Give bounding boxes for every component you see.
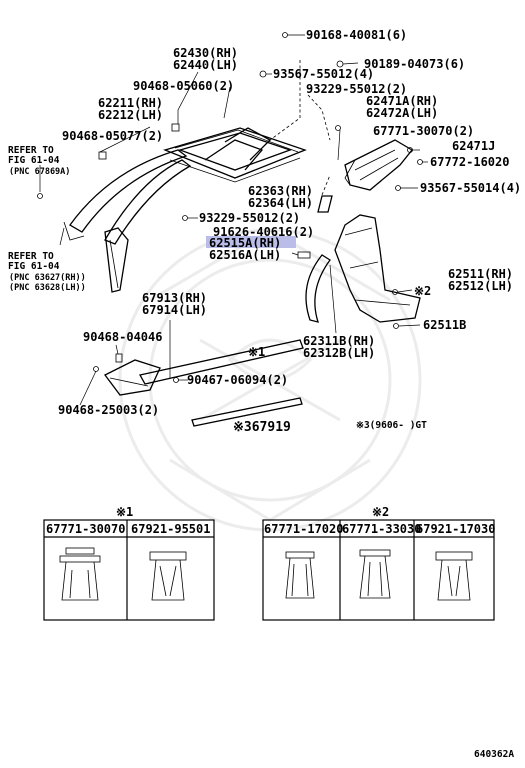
label-star2-callout: ※2 <box>414 284 431 298</box>
door-scuff-plate-part[interactable] <box>104 339 304 396</box>
label-91626-40616[interactable]: 91626-40616(2) <box>213 225 314 239</box>
label-67913[interactable]: 67913(RH) <box>142 291 207 305</box>
clip-group-1: ※1 67771-30070 67921-95501 <box>43 505 215 621</box>
quarter-pillar-trim-part[interactable] <box>305 254 331 323</box>
pillar-bracket-part[interactable] <box>344 139 413 191</box>
label-62512[interactable]: 62512(LH) <box>448 279 513 293</box>
label-90468-04046[interactable]: 90468-04046 <box>83 330 162 344</box>
figure-code: 640362A <box>474 749 514 760</box>
clip-67771-17020-icon <box>285 551 315 599</box>
clip-67921-17030-label[interactable]: 67921-17030 <box>416 522 495 536</box>
label-62511b[interactable]: 62511B <box>423 318 466 332</box>
label-62311b[interactable]: 62311B(RH) <box>303 334 375 348</box>
clip-group-1-title: ※1 <box>116 505 133 519</box>
clip-67771-30070-label[interactable]: 67771-30070 <box>46 522 125 536</box>
label-90168-40081[interactable]: 90168-40081(6) <box>306 28 407 42</box>
leader-lines <box>39 34 428 406</box>
label-90468-25003[interactable]: 90468-25003(2) <box>58 403 159 417</box>
clip-67921-17030-icon <box>435 551 473 601</box>
refer-note-1-line1: REFER TO <box>8 145 54 156</box>
refer-note-1-line3: (PNC 67869A) <box>9 167 70 177</box>
quarter-garnish-part[interactable] <box>317 195 333 213</box>
label-62440[interactable]: 62440(LH) <box>173 58 238 72</box>
label-90467-06094[interactable]: 90467-06094(2) <box>187 373 288 387</box>
part-number-labels: 90168-40081(6) 62430(RH) 62440(LH) 90189… <box>58 28 521 435</box>
refer-note-1-line2[interactable]: FIG 61-04 <box>8 155 60 166</box>
clip-67771-30070-icon <box>59 547 101 601</box>
refer-notes: REFER TO FIG 61-04 (PNC 67869A) REFER TO… <box>8 145 86 293</box>
label-93567-55012[interactable]: 93567-55012(4) <box>273 67 374 81</box>
label-62515a[interactable]: 62515A(RH) <box>209 236 281 250</box>
label-93229-55012-mid[interactable]: 93229-55012(2) <box>199 211 300 225</box>
label-62471a[interactable]: 62471A(RH) <box>366 94 438 108</box>
label-67772-16020[interactable]: 67772-16020 <box>430 155 509 169</box>
clip-67771-17020-label[interactable]: 67771-17020 <box>264 522 343 536</box>
label-93567-55014[interactable]: 93567-55014(4) <box>420 181 521 195</box>
clip-67921-95501-label[interactable]: 67921-95501 <box>131 522 210 536</box>
clip-67921-95501-icon <box>149 551 187 601</box>
label-62430[interactable]: 62430(RH) <box>173 46 238 60</box>
label-67919[interactable]: ※367919 <box>233 420 291 435</box>
refer-note-2-line3: (PNC 63627(RH)) <box>9 273 86 283</box>
scuff-strip-part[interactable] <box>191 397 303 427</box>
label-62212[interactable]: 62212(LH) <box>98 108 163 122</box>
clip-67771-33030-icon <box>359 549 391 599</box>
label-star1-callout: ※1 <box>248 345 265 359</box>
label-67914[interactable]: 67914(LH) <box>142 303 207 317</box>
sunroof-frame-part[interactable] <box>163 127 307 183</box>
label-62511[interactable]: 62511(RH) <box>448 267 513 281</box>
label-90468-05060[interactable]: 90468-05060(2) <box>133 79 234 93</box>
refer-note-2-line4: (PNC 63628(LH)) <box>9 283 86 293</box>
label-62211[interactable]: 62211(RH) <box>98 96 163 110</box>
label-62364[interactable]: 62364(LH) <box>248 196 313 210</box>
highlight-62515a <box>206 236 296 248</box>
clip-group-2: ※2 67771-17020 67771-33030 67921-17030 <box>262 505 495 621</box>
label-62312b[interactable]: 62312B(LH) <box>303 346 375 360</box>
front-pillar-garnish-part[interactable] <box>104 227 129 293</box>
note-gt-applicability: ※3(9606- )GT <box>356 420 427 431</box>
label-67771-30070[interactable]: 67771-30070(2) <box>373 124 474 138</box>
center-pillar-trim-part[interactable] <box>334 214 421 323</box>
label-62471j[interactable]: 62471J <box>452 139 495 153</box>
label-90468-05077[interactable]: 90468-05077(2) <box>62 129 163 143</box>
clip-group-2-title: ※2 <box>372 505 389 519</box>
label-90189-04073[interactable]: 90189-04073(6) <box>364 57 465 71</box>
refer-note-2-line2[interactable]: FIG 61-04 <box>8 261 60 272</box>
label-93229-55012-top[interactable]: 93229-55012(2) <box>306 82 407 96</box>
refer-note-2-line1: REFER TO <box>8 251 54 262</box>
label-62516a[interactable]: 62516A(LH) <box>209 248 281 262</box>
label-62363[interactable]: 62363(RH) <box>248 184 313 198</box>
label-62472a[interactable]: 62472A(LH) <box>366 106 438 120</box>
clip-67771-33030-label[interactable]: 67771-33030 <box>342 522 421 536</box>
roof-side-rail-part[interactable] <box>63 149 192 245</box>
